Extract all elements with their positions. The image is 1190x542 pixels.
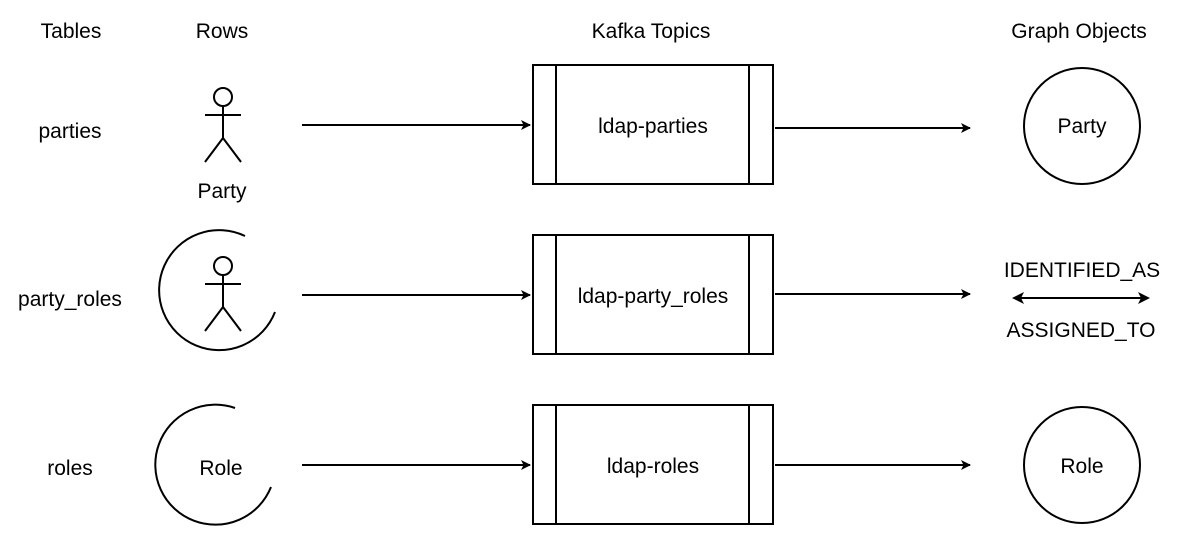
topic-label-ldap-parties: ldap-parties xyxy=(598,115,708,138)
party-row-label: Party xyxy=(197,180,247,203)
role-row-label: Role xyxy=(199,457,242,480)
role-node: Role xyxy=(1023,406,1141,524)
edge-label-identified-as: IDENTIFIED_AS xyxy=(1004,259,1160,282)
relationship-edge: IDENTIFIED_AS ASSIGNED_TO xyxy=(1004,259,1160,342)
table-roles: roles xyxy=(47,457,93,480)
double-arrow-left-head xyxy=(1012,292,1024,304)
double-arrow-right-head xyxy=(1138,292,1150,304)
table-parties: parties xyxy=(38,120,101,143)
header-graph-objects: Graph Objects xyxy=(1011,20,1146,43)
topic-label-ldap-roles: ldap-roles xyxy=(607,455,699,478)
header-rows: Rows xyxy=(196,20,249,43)
party-actor-icon xyxy=(204,87,242,163)
party-node-label: Party xyxy=(1057,115,1107,138)
topic-box-ldap-roles: ldap-roles xyxy=(532,404,774,525)
edge-label-assigned-to: ASSIGNED_TO xyxy=(1007,319,1156,342)
party-role-row-icon xyxy=(158,229,276,352)
topic-box-ldap-party-roles: ldap-party_roles xyxy=(532,234,774,355)
role-node-label: Role xyxy=(1060,455,1103,478)
party-node: Party xyxy=(1023,67,1141,185)
table-party-roles: party_roles xyxy=(18,288,122,311)
header-kafka-topics: Kafka Topics xyxy=(592,20,711,43)
header-tables: Tables xyxy=(41,20,102,43)
topic-label-ldap-party-roles: ldap-party_roles xyxy=(578,285,729,308)
topic-box-ldap-parties: ldap-parties xyxy=(532,64,774,185)
role-row-icon xyxy=(154,403,272,526)
